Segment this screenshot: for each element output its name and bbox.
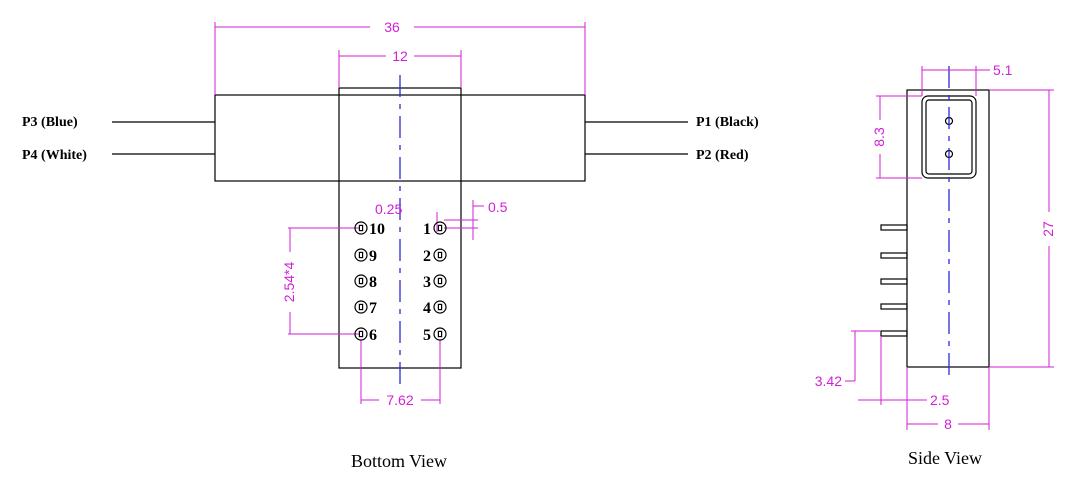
pin-3-ring xyxy=(433,274,447,288)
dim-pin-pitch: 2.54*4 xyxy=(281,262,297,303)
dim-row-spacing: 7.62 xyxy=(386,392,413,408)
pin-array: 10 1 9 2 8 3 7 4 6 5 xyxy=(354,221,447,344)
pin-label-5: 5 xyxy=(423,327,431,344)
pin-5-ring xyxy=(433,327,447,341)
pin-label-6: 6 xyxy=(369,327,377,344)
port-label-p2: P2 (Red) xyxy=(696,148,749,163)
port-label-p1: P1 (Black) xyxy=(696,115,759,130)
dim-side-height: 27 xyxy=(1040,221,1056,237)
pin-8-pad xyxy=(358,277,364,285)
pin-6-ring xyxy=(354,327,368,341)
dim-side-width: 8 xyxy=(944,416,952,432)
pin-2-ring xyxy=(433,248,447,262)
dim-pin-offset: 2.5 xyxy=(930,392,950,408)
dim-pin-length: 3.42 xyxy=(815,373,842,389)
port-label-p4: P4 (White) xyxy=(22,148,87,163)
pin-3-pad xyxy=(437,277,443,285)
pin-7-ring xyxy=(354,300,368,314)
pin-1-ring xyxy=(433,221,447,235)
side-view-title: Side View xyxy=(908,448,982,468)
pin-label-1: 1 xyxy=(423,221,431,238)
pin-2-pad xyxy=(437,251,443,259)
pin-9-pad xyxy=(358,251,364,259)
pin-10-pad xyxy=(358,224,364,232)
pin-label-2: 2 xyxy=(423,248,431,265)
bottom-view: P3 (Blue) P4 (White) P1 (Black) P2 (Red)… xyxy=(22,19,759,471)
port-label-p3: P3 (Blue) xyxy=(22,115,78,130)
pin-label-8: 8 xyxy=(369,274,377,291)
pin-10-ring xyxy=(354,221,368,235)
pin-label-3: 3 xyxy=(423,274,431,291)
side-body xyxy=(906,89,990,368)
dim-center-width: 12 xyxy=(392,48,408,64)
pin-9-ring xyxy=(354,248,368,262)
pin-label-4: 4 xyxy=(423,300,431,317)
pin-7-pad xyxy=(358,303,364,311)
dim-pin-pad: 0.25 xyxy=(375,201,402,217)
pin-1-pad xyxy=(437,224,443,232)
pin-label-7: 7 xyxy=(369,300,377,317)
side-pins xyxy=(880,224,908,337)
pin-6-pad xyxy=(358,330,364,338)
pin-8-ring xyxy=(354,274,368,288)
pin-label-9: 9 xyxy=(369,248,377,265)
pin-4-pad xyxy=(437,303,443,311)
pin-label-10: 10 xyxy=(369,221,385,238)
dim-window-height: 8.3 xyxy=(871,127,887,147)
pin-4-ring xyxy=(433,300,447,314)
dim-pin-hole: 0.5 xyxy=(488,199,508,215)
pin-5-pad xyxy=(437,330,443,338)
dim-overall-length: 36 xyxy=(384,19,400,35)
side-view: 5.1 8.3 27 3.42 2.5 8 Side View xyxy=(815,62,1056,468)
dim-window-width: 5.1 xyxy=(993,62,1013,78)
bottom-view-title: Bottom View xyxy=(351,451,447,471)
